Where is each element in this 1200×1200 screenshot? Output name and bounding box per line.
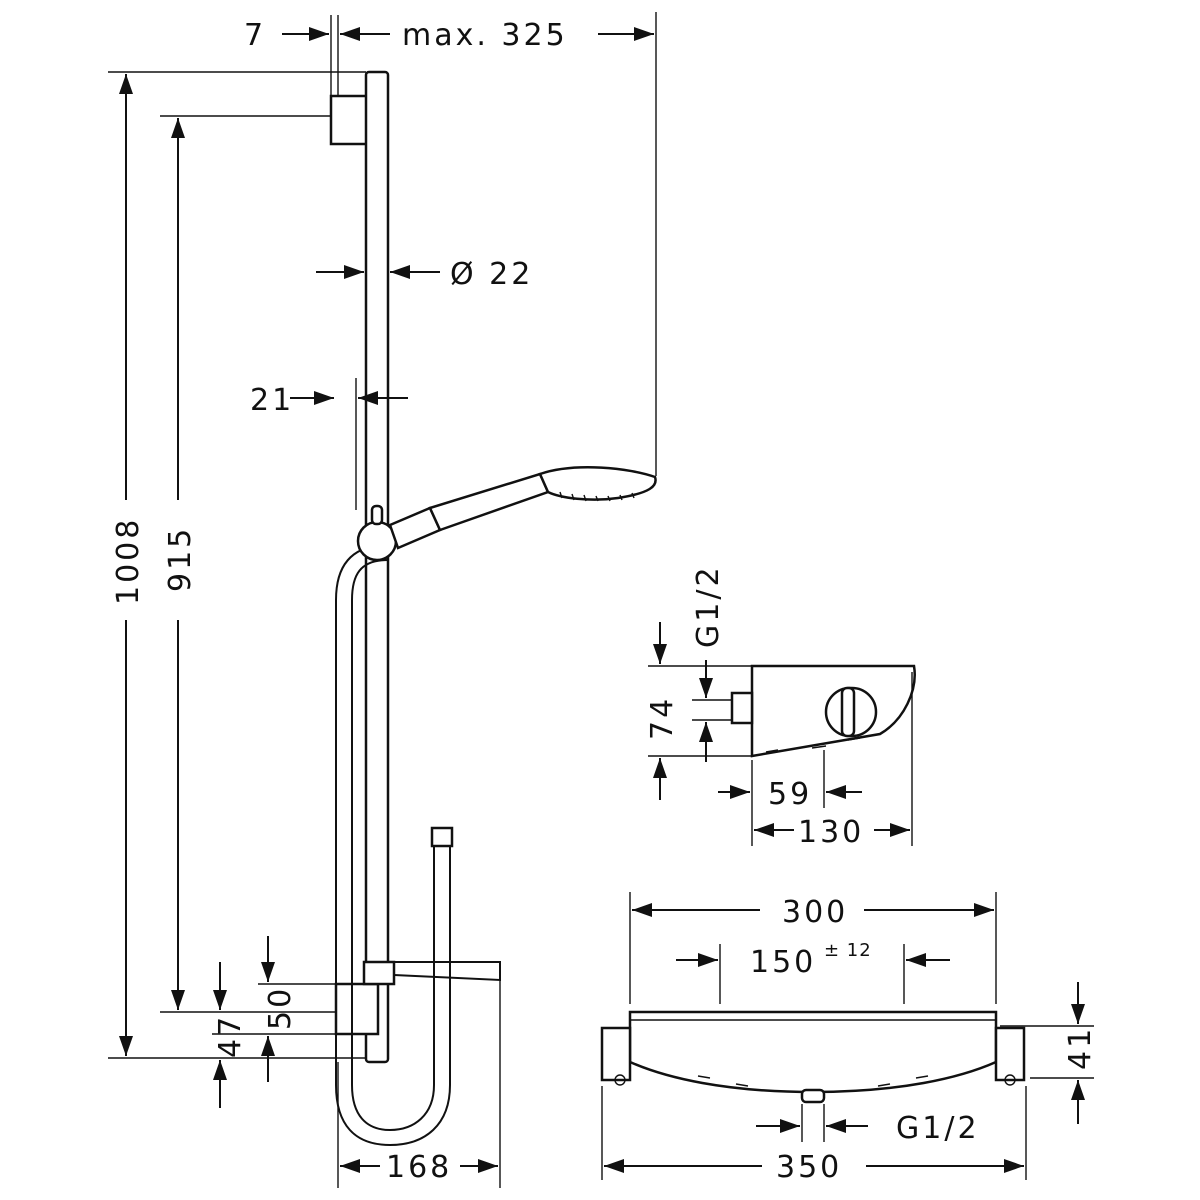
slider-top-knob xyxy=(370,504,384,526)
dim-label-total-width: 350 xyxy=(776,1150,842,1185)
dim-label-rail-height: 915 xyxy=(163,526,198,592)
dim-label-rail-diameter: Ø 22 xyxy=(450,257,533,292)
hand-shower-grip xyxy=(428,472,550,532)
thermostat-side-view xyxy=(648,622,916,846)
side-outlet-marks xyxy=(765,737,861,753)
dim-label-bracket-50: 50 xyxy=(263,986,298,1030)
bottom-wall-bracket xyxy=(334,982,380,1036)
dim-label-total-height: 1008 xyxy=(111,517,146,605)
dim-label-side-inlet: G1/2 xyxy=(691,564,726,648)
left-wall-connector xyxy=(600,1026,632,1082)
hand-shower-head xyxy=(538,466,657,501)
shower-hose-outer xyxy=(335,544,451,1147)
front-bottom-marks xyxy=(697,1075,929,1087)
thermostat-dial-grip xyxy=(840,686,856,738)
dim-label-rail-offset: 21 xyxy=(250,383,294,418)
side-inlet-connector xyxy=(730,691,754,725)
hose-connector xyxy=(430,826,454,848)
dim-label-hose-width: 168 xyxy=(386,1150,452,1185)
dim-label-side-width: 130 xyxy=(798,815,864,850)
dim-label-bracket-47: 47 xyxy=(213,1014,248,1058)
shelf-arm xyxy=(393,961,501,982)
shower-rail xyxy=(364,70,390,1064)
thermostat-front-view xyxy=(600,892,1094,1180)
dim-label-centers: 150 xyxy=(750,945,816,980)
shower-rail-set xyxy=(329,70,657,1147)
rail-dimension-lines xyxy=(108,12,657,1188)
dim-label-top-offset: 7 xyxy=(244,18,266,53)
dim-label-side-depth: 74 xyxy=(645,696,680,740)
dim-label-front-width: 300 xyxy=(782,895,848,930)
right-wall-connector xyxy=(994,1026,1026,1082)
dim-label-max-reach: max. 325 xyxy=(402,18,568,53)
thermostat-front-body xyxy=(628,1010,998,1094)
shower-hose-inner xyxy=(351,559,435,1132)
shelf-slider xyxy=(362,960,396,986)
hand-shower-nozzles xyxy=(559,491,635,502)
dim-label-front-height: 41 xyxy=(1063,1026,1098,1070)
bottom-outlet xyxy=(800,1088,826,1104)
dim-label-side-offset: 59 xyxy=(768,777,812,812)
dim-label-centers-tolerance: ± 12 xyxy=(824,940,872,961)
dim-label-front-outlet: G1/2 xyxy=(896,1111,980,1146)
